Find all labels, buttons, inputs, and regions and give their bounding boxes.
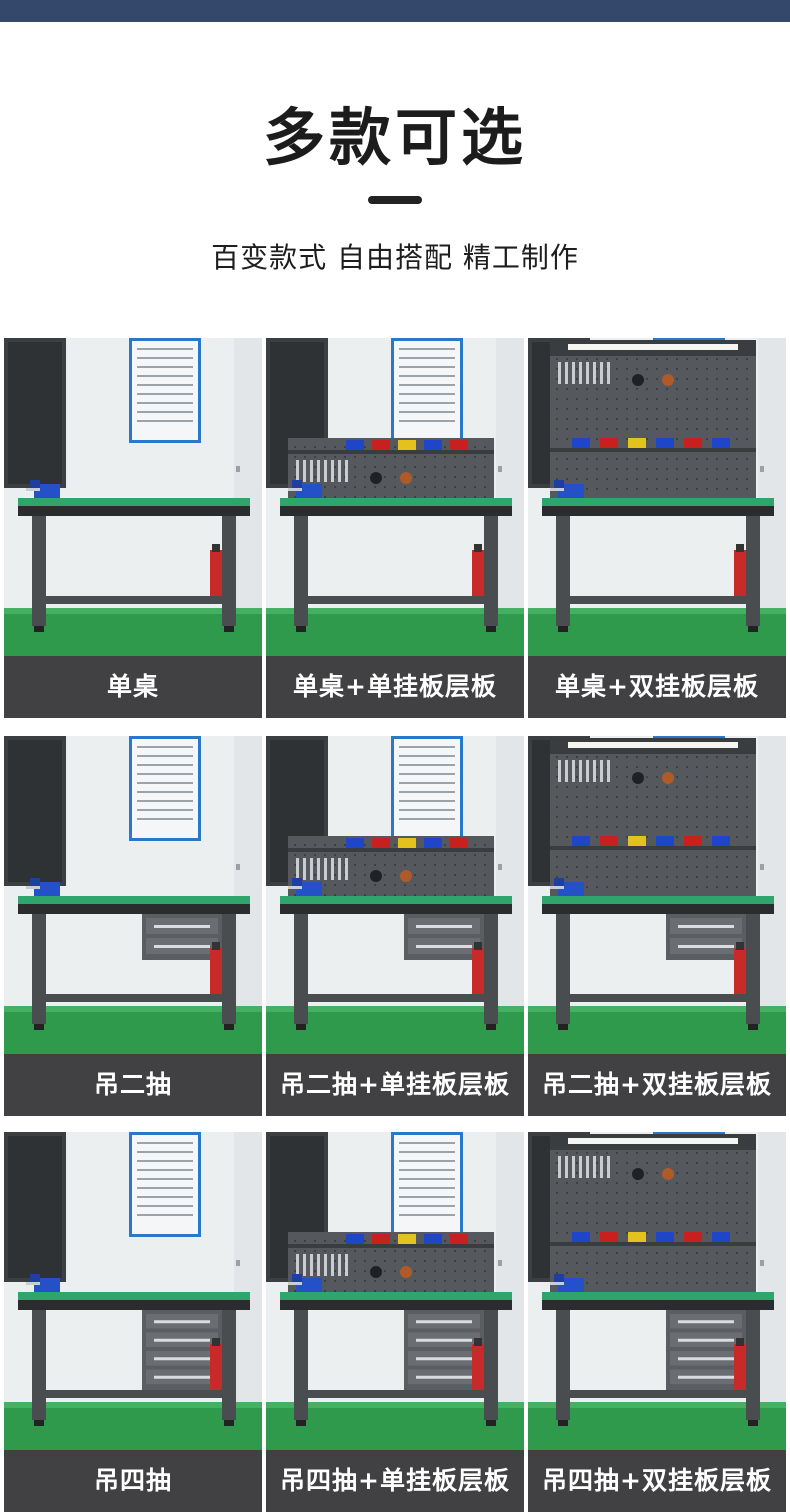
product-card-desk-single-board[interactable]: 单桌+单挂板层板 xyxy=(266,338,524,718)
workbench-image xyxy=(266,1132,524,1450)
workbench-image xyxy=(4,338,262,656)
product-label: 单桌+单挂板层板 xyxy=(266,656,524,718)
workbench-image xyxy=(266,338,524,656)
page-title: 多款可选 xyxy=(262,101,527,174)
workbench-image xyxy=(4,1132,262,1450)
workbench-image xyxy=(528,736,786,1054)
product-grid: 单桌 单桌+单挂板层板 单桌+双挂板层板 吊二抽 吊二抽+单挂板层板 吊二抽+双… xyxy=(0,338,790,1512)
product-label: 吊四抽+双挂板层板 xyxy=(528,1450,786,1512)
product-label: 吊四抽 xyxy=(4,1450,262,1512)
product-card-two-drawer-single-board[interactable]: 吊二抽+单挂板层板 xyxy=(266,736,524,1116)
product-card-two-drawer-double-board[interactable]: 吊二抽+双挂板层板 xyxy=(528,736,786,1116)
product-card-desk-double-board[interactable]: 单桌+双挂板层板 xyxy=(528,338,786,718)
workbench-image xyxy=(528,1132,786,1450)
page-subtitle: 百变款式 自由搭配 精工制作 xyxy=(211,241,579,274)
title-underline xyxy=(368,196,422,204)
product-label: 吊二抽+双挂板层板 xyxy=(528,1054,786,1116)
workbench-image xyxy=(4,736,262,1054)
product-label: 吊二抽 xyxy=(4,1054,262,1116)
product-card-four-drawer-single-board[interactable]: 吊四抽+单挂板层板 xyxy=(266,1132,524,1512)
product-card-single-desk[interactable]: 单桌 xyxy=(4,338,262,718)
workbench-image xyxy=(528,338,786,656)
product-label: 吊四抽+单挂板层板 xyxy=(266,1450,524,1512)
workbench-image xyxy=(266,736,524,1054)
top-banner-bar xyxy=(0,0,790,22)
product-card-four-drawer-double-board[interactable]: 吊四抽+双挂板层板 xyxy=(528,1132,786,1512)
product-card-four-drawer[interactable]: 吊四抽 xyxy=(4,1132,262,1512)
product-label: 吊二抽+单挂板层板 xyxy=(266,1054,524,1116)
product-label: 单桌 xyxy=(4,656,262,718)
product-label: 单桌+双挂板层板 xyxy=(528,656,786,718)
product-card-two-drawer[interactable]: 吊二抽 xyxy=(4,736,262,1116)
